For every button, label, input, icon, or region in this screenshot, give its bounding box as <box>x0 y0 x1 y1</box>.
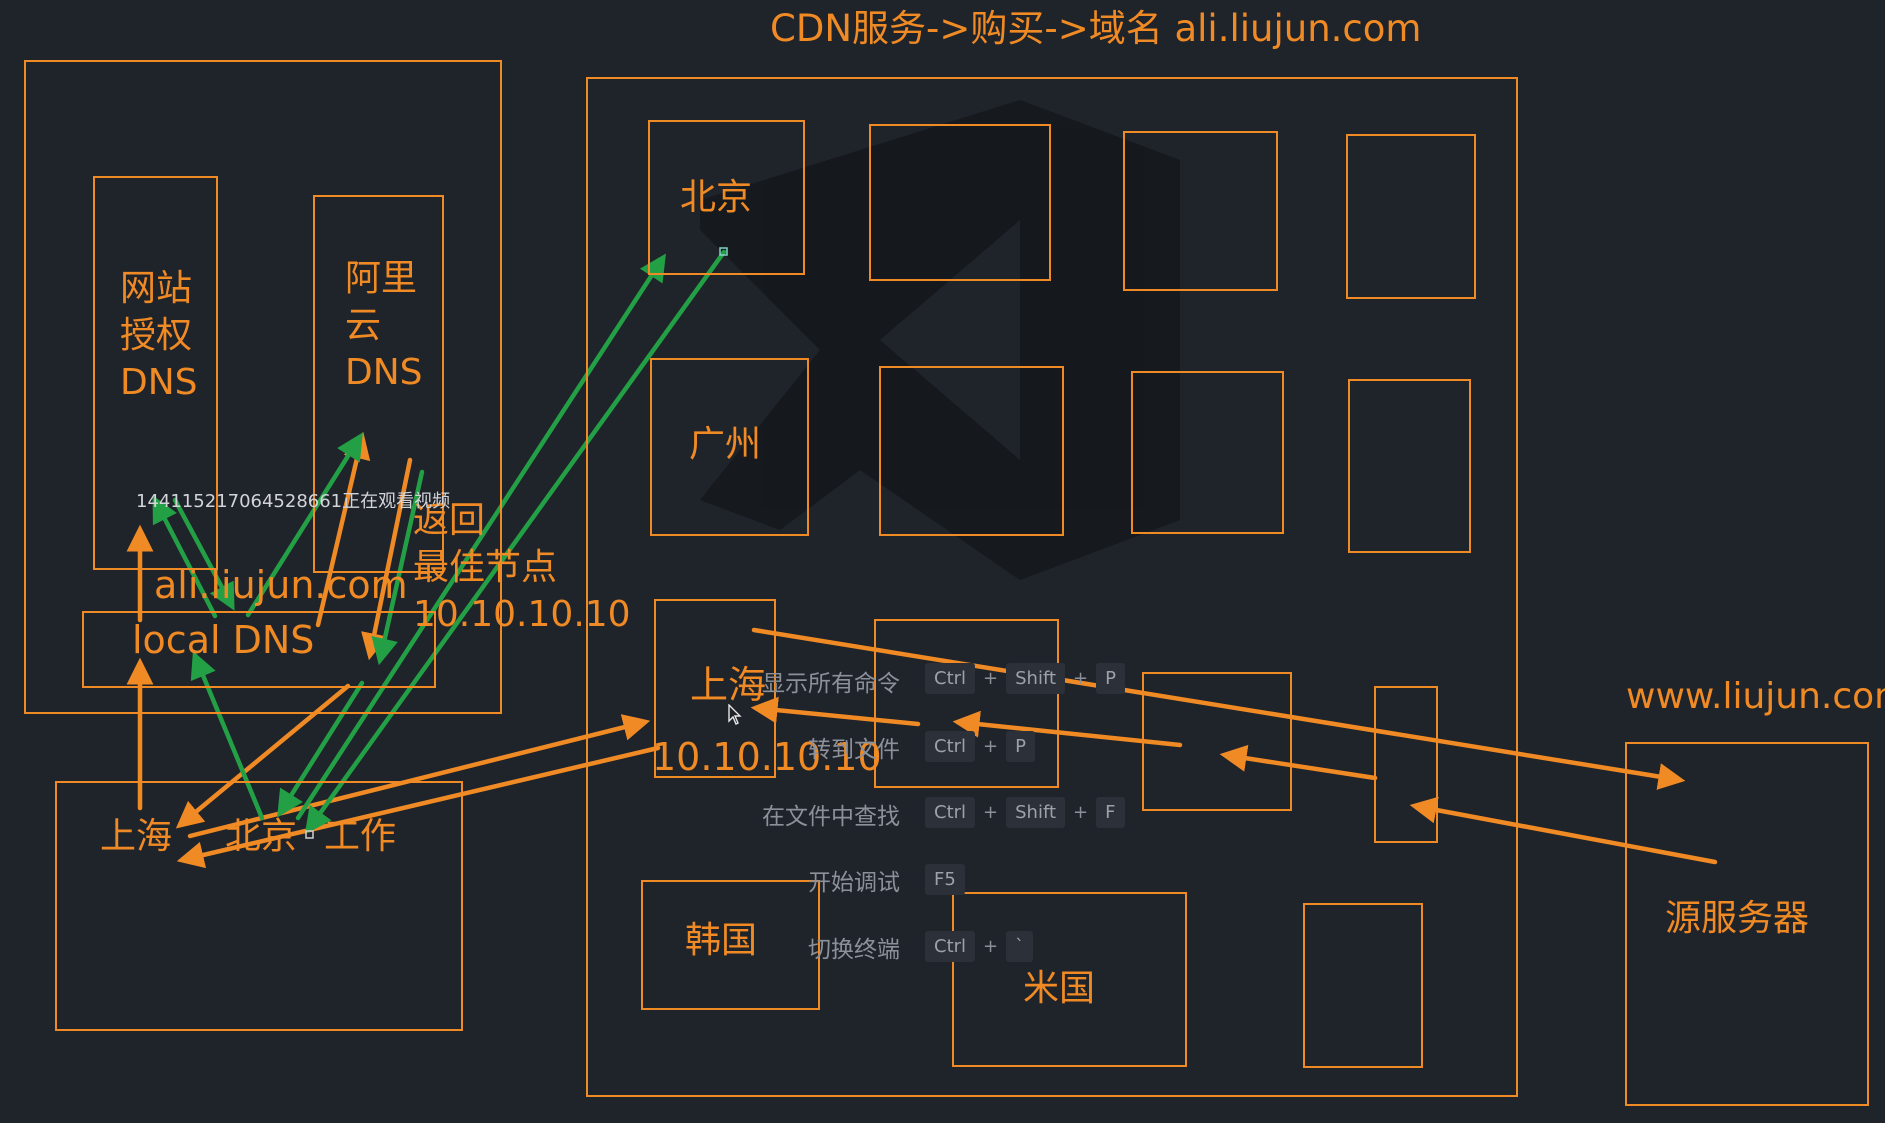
aliyun-dns-box <box>313 195 444 573</box>
node-shanghai-label: 上海 <box>690 663 767 707</box>
node-beijing-label: 北京 <box>680 177 753 218</box>
key: Shift <box>1006 797 1066 828</box>
local-dns-box <box>82 611 436 688</box>
arrow-shanghai-node-to-client <box>176 745 661 869</box>
cmd-go-to-file[interactable]: 转到文件 <box>808 737 900 763</box>
key: Ctrl <box>925 663 976 694</box>
green-arrow-local-to-client-1 <box>277 680 365 818</box>
plus-sign: + <box>983 936 999 957</box>
plus-sign: + <box>1073 668 1089 689</box>
arrow-origin-to-edge <box>1409 796 1718 865</box>
key: Ctrl <box>925 731 976 762</box>
domain-label: ali.liujun.com <box>154 563 408 607</box>
mouse-cursor-icon <box>728 704 742 725</box>
arrow-hub-to-shanghai-node <box>750 696 921 727</box>
keys-toggle-terminal: Ctrl + ` <box>925 931 1034 962</box>
node-shanghai-ip: 10.10.10.10 <box>652 735 882 779</box>
plus-sign: + <box>983 736 999 757</box>
node-8 <box>1348 379 1471 553</box>
auth-dns-label: 网站 授权 DNS <box>120 268 198 403</box>
arrow-aliyun-down <box>361 457 413 661</box>
handle-marker <box>719 247 728 256</box>
node-usa-label: 米国 <box>1023 968 1096 1009</box>
node-6 <box>879 366 1064 536</box>
cdn-panel <box>586 77 1518 1097</box>
green-arrow-auth-to-local <box>172 497 235 611</box>
origin-server-box <box>1625 742 1869 1106</box>
node-usa <box>952 892 1187 1067</box>
key: Shift <box>1006 663 1066 694</box>
key: F5 <box>925 864 965 895</box>
client-shanghai: 上海 <box>100 816 173 857</box>
node-korea <box>641 880 820 1010</box>
client-box <box>55 781 463 1031</box>
plus-sign: + <box>1073 802 1089 823</box>
node-3 <box>1123 131 1278 291</box>
cmd-find-in-files[interactable]: 在文件中查找 <box>762 804 900 830</box>
green-arrow-local-to-auth-1 <box>152 495 218 619</box>
origin-domain: www.liujun.com <box>1626 676 1885 717</box>
arrow-shanghai-node-to-origin <box>751 627 1686 790</box>
origin-server-label: 源服务器 <box>1665 898 1810 939</box>
keys-go-to-file: Ctrl + P <box>925 731 1035 762</box>
arrow-edge-to-mid <box>1219 744 1378 781</box>
node-hub <box>874 619 1059 788</box>
green-arrow-client-to-local-dns <box>190 651 265 821</box>
dns-panel <box>24 60 502 714</box>
cmd-start-debugging[interactable]: 开始调试 <box>808 870 900 896</box>
key: ` <box>1006 931 1034 962</box>
node-beijing <box>648 120 805 275</box>
cmd-show-all-commands[interactable]: 显示所有命令 <box>762 671 900 697</box>
key: Ctrl <box>925 797 976 828</box>
node-guangzhou-label: 广州 <box>689 424 762 465</box>
green-arrow-aliyun-to-local <box>371 469 425 666</box>
arrow-aliyun-up <box>315 431 371 628</box>
keys-show-all-commands: Ctrl + Shift + P <box>925 663 1125 694</box>
arrow-client-to-shanghai-node <box>187 714 651 839</box>
auth-dns-box <box>93 176 218 570</box>
viewer-watermark: 1441152170645286​61正在观看视频 <box>136 491 451 512</box>
local-dns-label: local DNS <box>132 618 315 662</box>
node-2 <box>869 124 1051 281</box>
green-arrow-beijing-to-client <box>304 249 727 835</box>
node-shanghai <box>654 599 776 778</box>
node-korea-label: 韩国 <box>685 920 758 961</box>
arrow-local-dns-to-shanghai <box>175 683 351 829</box>
key: P <box>1006 731 1035 762</box>
handle-marker <box>305 830 314 839</box>
node-edge <box>1374 686 1438 843</box>
key: Ctrl <box>925 931 976 962</box>
cmd-toggle-terminal[interactable]: 切换终端 <box>808 937 900 963</box>
node-mid <box>1142 672 1292 811</box>
keys-start-debugging: F5 <box>925 864 965 895</box>
return-note: 返回 最佳节点 10.10.10.10 <box>413 500 631 635</box>
aliyun-dns-label: 阿里 云 DNS <box>345 258 423 393</box>
key: P <box>1096 663 1125 694</box>
client-work: 工作 <box>324 816 397 857</box>
node-guangzhou <box>650 358 809 536</box>
node-last <box>1303 903 1423 1068</box>
keys-find-in-files: Ctrl + Shift + F <box>925 797 1125 828</box>
key: F <box>1096 797 1125 828</box>
node-7 <box>1131 371 1284 534</box>
green-arrow-local-to-aliyun <box>245 432 363 618</box>
node-4 <box>1346 134 1476 299</box>
plus-sign: + <box>983 802 999 823</box>
plus-sign: + <box>983 668 999 689</box>
green-arrow-client-to-beijing <box>295 253 666 821</box>
page-title: CDN服务->购买->域名 ali.liujun.com <box>770 7 1422 50</box>
client-beijing: 北京 <box>225 816 298 857</box>
